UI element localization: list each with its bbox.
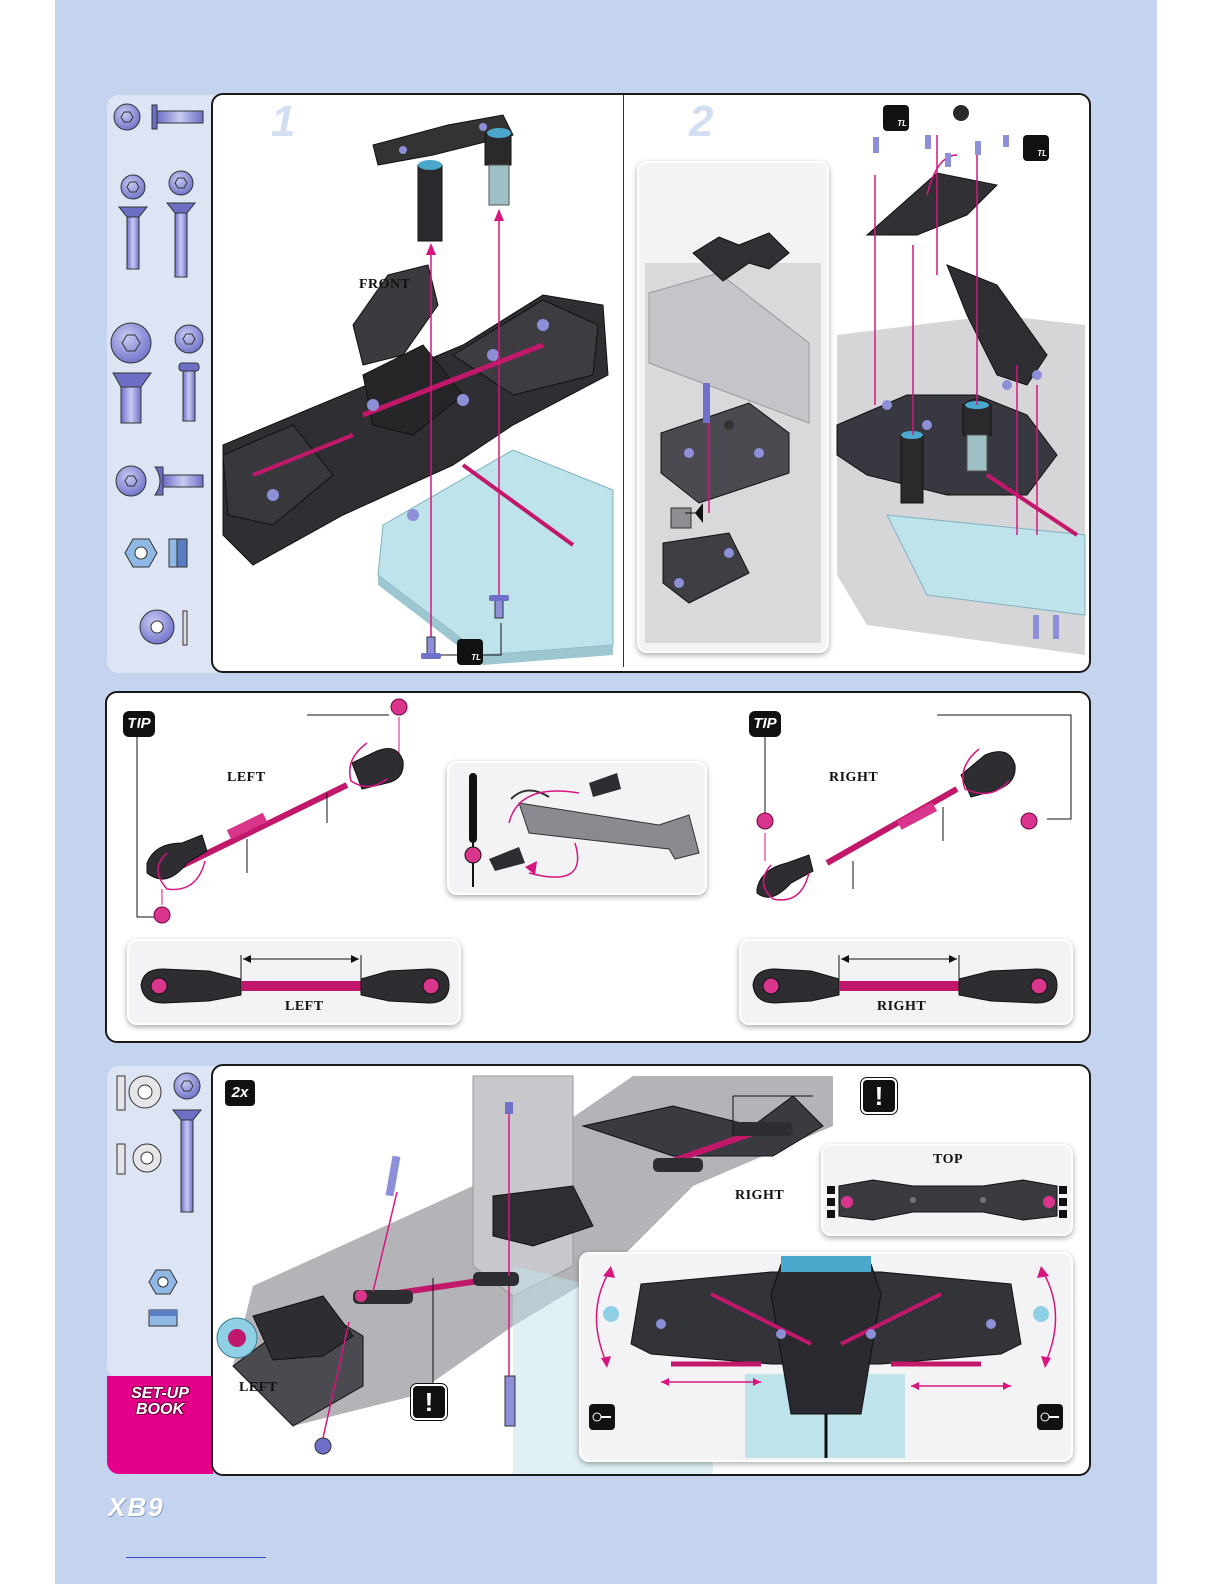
setup-book-badge[interactable]: SET-UP BOOK	[107, 1376, 213, 1474]
setup-book-line1: SET-UP	[107, 1386, 213, 1402]
threadlock-icon: TL	[457, 639, 483, 665]
warning-badge-right: !	[861, 1078, 897, 1114]
parts-list-bottom	[107, 1066, 217, 1378]
steering-link-panel: 2x ! ! RIGHT LEFT	[211, 1064, 1091, 1476]
label-left-steering: LEFT	[239, 1380, 278, 1396]
setup-book-line2: BOOK	[107, 1402, 213, 1418]
flat-screw-large-icon	[111, 323, 151, 423]
washer-small-icon	[117, 1144, 161, 1174]
step1-chassis-drawing	[213, 95, 623, 671]
wrench-icon-right	[1037, 1404, 1063, 1430]
flat-screw-long-icon	[119, 171, 195, 277]
threadlock-icon-step2-left: TL	[883, 105, 909, 131]
wrench-icon-left	[589, 1404, 615, 1430]
right-link-length-inset: RIGHT	[739, 939, 1073, 1025]
flat-screw-short-icon	[114, 104, 203, 130]
step-divider	[623, 95, 624, 667]
wrench-tool-drawing	[449, 763, 705, 893]
right-turnbuckle-drawing	[747, 693, 1087, 933]
lock-nut-small-icon	[149, 1270, 177, 1326]
washer-large-icon	[117, 1076, 161, 1110]
long-flat-screw-icon	[173, 1073, 201, 1212]
lock-nut-icon	[125, 539, 187, 567]
cap-screw-icon	[175, 325, 203, 421]
step-number-2: 2	[689, 97, 713, 147]
step2-chassis-drawing	[827, 95, 1089, 671]
label-right-length: RIGHT	[877, 999, 926, 1015]
steering-sweep-drawing	[581, 1254, 1071, 1460]
step2-inset-detail	[637, 161, 829, 653]
steering-plate-top-inset: TOP	[821, 1144, 1073, 1236]
label-left-length: LEFT	[285, 999, 324, 1015]
label-right-steering: RIGHT	[735, 1188, 784, 1204]
parts-list-top	[107, 95, 217, 673]
assembly-panel-steps-1-2: 1 2	[211, 93, 1091, 673]
turnbuckle-tip-panel: TIP TIP LEFT RIGHT	[105, 691, 1091, 1043]
inset-chassis-drawing	[639, 163, 827, 651]
warning-badge-left: !	[411, 1384, 447, 1420]
steering-sweep-inset	[579, 1252, 1073, 1462]
label-top: TOP	[933, 1152, 963, 1168]
button-screw-icon	[116, 466, 203, 496]
washer-icon	[140, 610, 187, 645]
left-turnbuckle-drawing	[107, 693, 437, 933]
footer-link-underline	[126, 1557, 266, 1558]
threadlock-icon-step2-right: TL	[1023, 135, 1049, 161]
label-front: FRONT	[359, 277, 411, 293]
left-link-length-inset: LEFT	[127, 939, 461, 1025]
brand-logo: XB9	[108, 1492, 165, 1523]
wrench-inset	[447, 761, 707, 895]
